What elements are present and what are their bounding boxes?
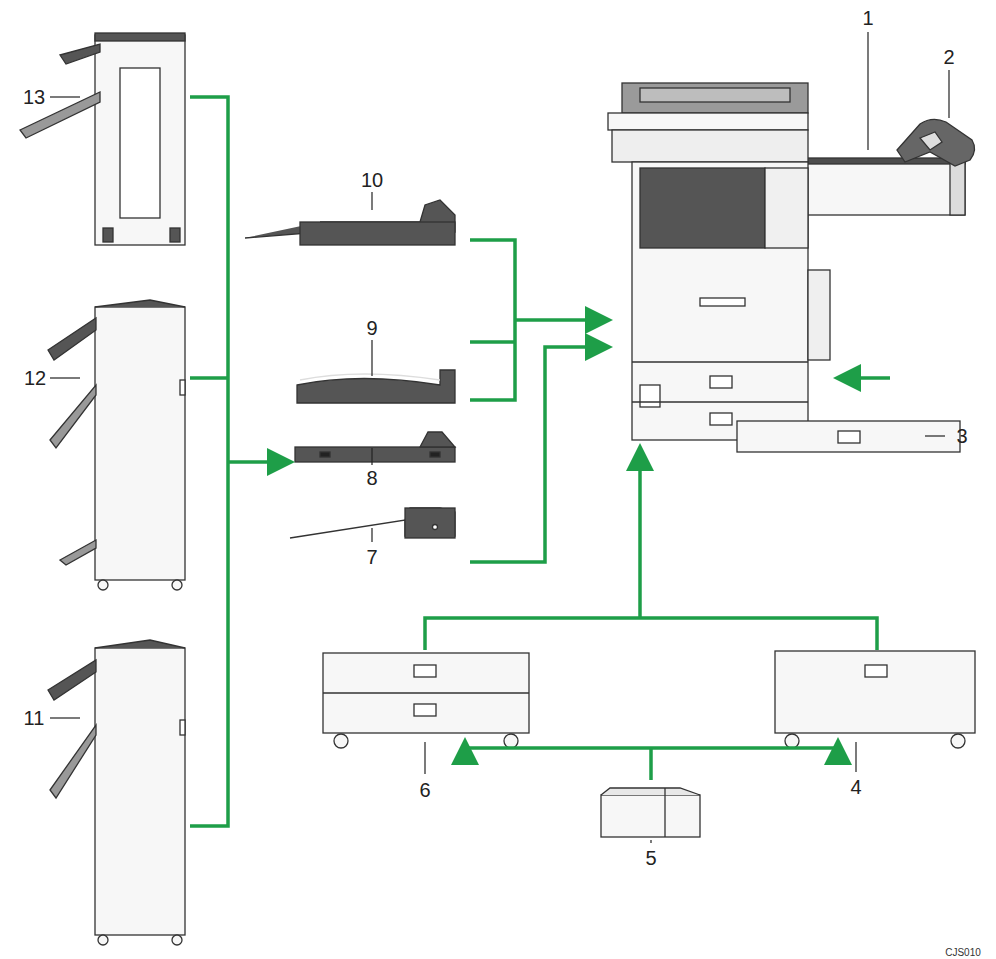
callout-number: 2 (943, 46, 954, 69)
callout-number: 10 (361, 169, 383, 192)
callout-number: 6 (419, 779, 430, 802)
callout-number: 7 (366, 546, 377, 569)
figure-code: CJS010 (945, 947, 981, 958)
leader-lines (50, 32, 949, 843)
callout-number: 4 (850, 776, 861, 799)
callout-number: 12 (24, 367, 46, 390)
parts (20, 33, 975, 945)
callout-number: 11 (24, 707, 45, 730)
callout-number: 9 (366, 317, 377, 340)
callout-number: 1 (862, 7, 873, 30)
green-arrows (190, 97, 890, 826)
callout-number: 8 (366, 467, 377, 490)
callout-number: 13 (23, 86, 45, 109)
callout-number: 5 (645, 847, 656, 870)
callout-number: 3 (956, 425, 967, 448)
